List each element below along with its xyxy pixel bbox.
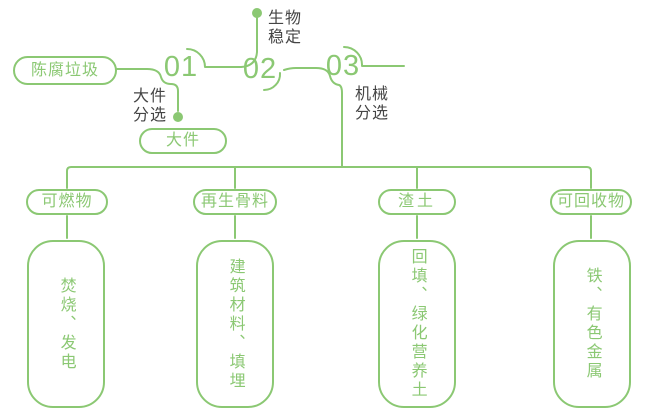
flow-line-03-tail <box>343 45 405 67</box>
bulky-items-label: 大件 <box>165 132 200 149</box>
flow-line-02-to-03 <box>283 67 343 168</box>
category-pill-combustibles: 可燃物 <box>26 189 108 215</box>
bulky-sorting-label: 大件 分选 <box>133 88 168 124</box>
bulky-endpoint-dot <box>173 112 183 122</box>
flow-line-source-to-01 <box>116 68 179 112</box>
flow-swoosh-02 <box>263 72 282 92</box>
step-number-02: 02 <box>242 53 278 85</box>
category-pill-recyclables: 可回收物 <box>550 189 632 215</box>
step-number-01: 01 <box>163 51 199 83</box>
mechanical-sorting-label: 机械 分选 <box>355 86 390 122</box>
bio-stable-endpoint-dot <box>252 8 262 18</box>
step-number-03: 03 <box>325 50 361 82</box>
branch-line-bio-stable <box>240 17 258 68</box>
detail-box-recycled-aggregate: 建筑材料、填埋 <box>196 240 274 408</box>
detail-text: 铁、有色金属 <box>583 267 601 381</box>
flow-line-01-to-02 <box>186 48 242 68</box>
category-label: 可回收物 <box>556 193 625 210</box>
detail-text: 回填、绿化营养土 <box>408 248 426 400</box>
distribution-rail <box>66 166 592 189</box>
detail-box-combustibles: 焚烧、发电 <box>27 240 105 408</box>
bulky-items-pill: 大件 <box>139 128 227 154</box>
source-label: 陈腐垃圾 <box>30 61 99 79</box>
category-label: 渣土 <box>397 193 436 210</box>
category-label: 再生骨料 <box>200 193 269 210</box>
detail-box-slag-soil: 回填、绿化营养土 <box>378 240 456 408</box>
detail-text: 建筑材料、填埋 <box>226 257 244 391</box>
category-pill-recycled-aggregate: 再生骨料 <box>193 189 277 215</box>
detail-text: 焚烧、发电 <box>57 276 75 372</box>
detail-box-recyclables: 铁、有色金属 <box>553 240 631 408</box>
category-pill-slag-soil: 渣土 <box>378 189 456 215</box>
bio-stabilization-label: 生物 稳定 <box>268 10 303 46</box>
source-pill: 陈腐垃圾 <box>13 56 117 85</box>
category-label: 可燃物 <box>41 193 93 210</box>
